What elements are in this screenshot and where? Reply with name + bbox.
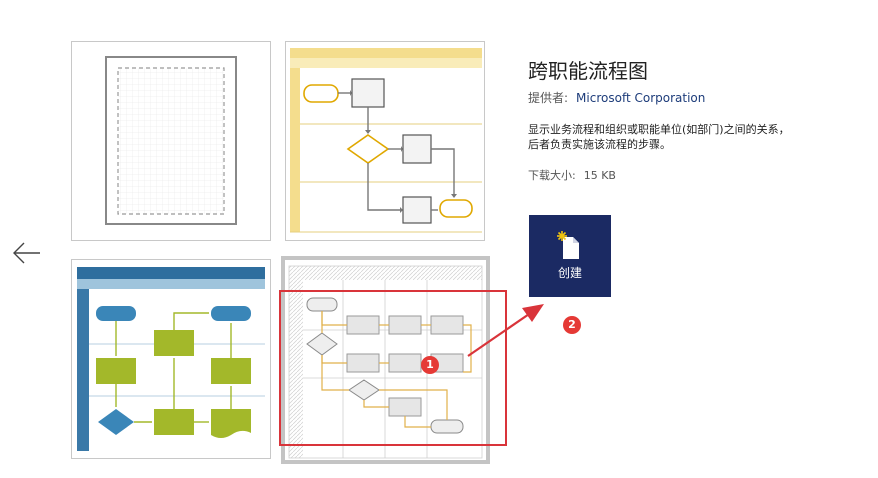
back-arrow-icon[interactable]	[10, 236, 44, 270]
step-badge-2: 2	[563, 316, 581, 334]
create-button-label: 创建	[557, 266, 582, 280]
step-badge-1: 1	[421, 356, 439, 374]
create-button[interactable]: 创建	[529, 215, 611, 297]
highlight-box	[279, 290, 507, 446]
pointer-arrow	[467, 304, 544, 357]
template-title: 跨职能流程图	[528, 59, 648, 83]
template-description: 显示业务流程和组织或职能单位(如部门)之间的关系， 后者负责实施该流程的步骤。	[528, 122, 828, 152]
new-document-icon	[557, 231, 579, 259]
download-size-value: 15 KB	[583, 169, 616, 182]
provider-row: 提供者: Microsoft Corporation	[528, 89, 705, 106]
download-size: 下载大小: 15 KB	[528, 167, 616, 183]
thumbnail-swimlane-blue-green[interactable]	[71, 259, 271, 459]
provider-label: 提供者:	[528, 91, 569, 105]
provider-name: Microsoft Corporation	[576, 91, 706, 105]
thumbnail-blank-grid[interactable]	[71, 41, 271, 241]
description-line-2: 后者负责实施该流程的步骤。	[528, 138, 671, 151]
description-line-1: 显示业务流程和组织或职能单位(如部门)之间的关系，	[528, 123, 790, 136]
download-size-label: 下载大小:	[528, 169, 576, 182]
thumbnail-swimlane-yellow[interactable]	[285, 41, 485, 241]
